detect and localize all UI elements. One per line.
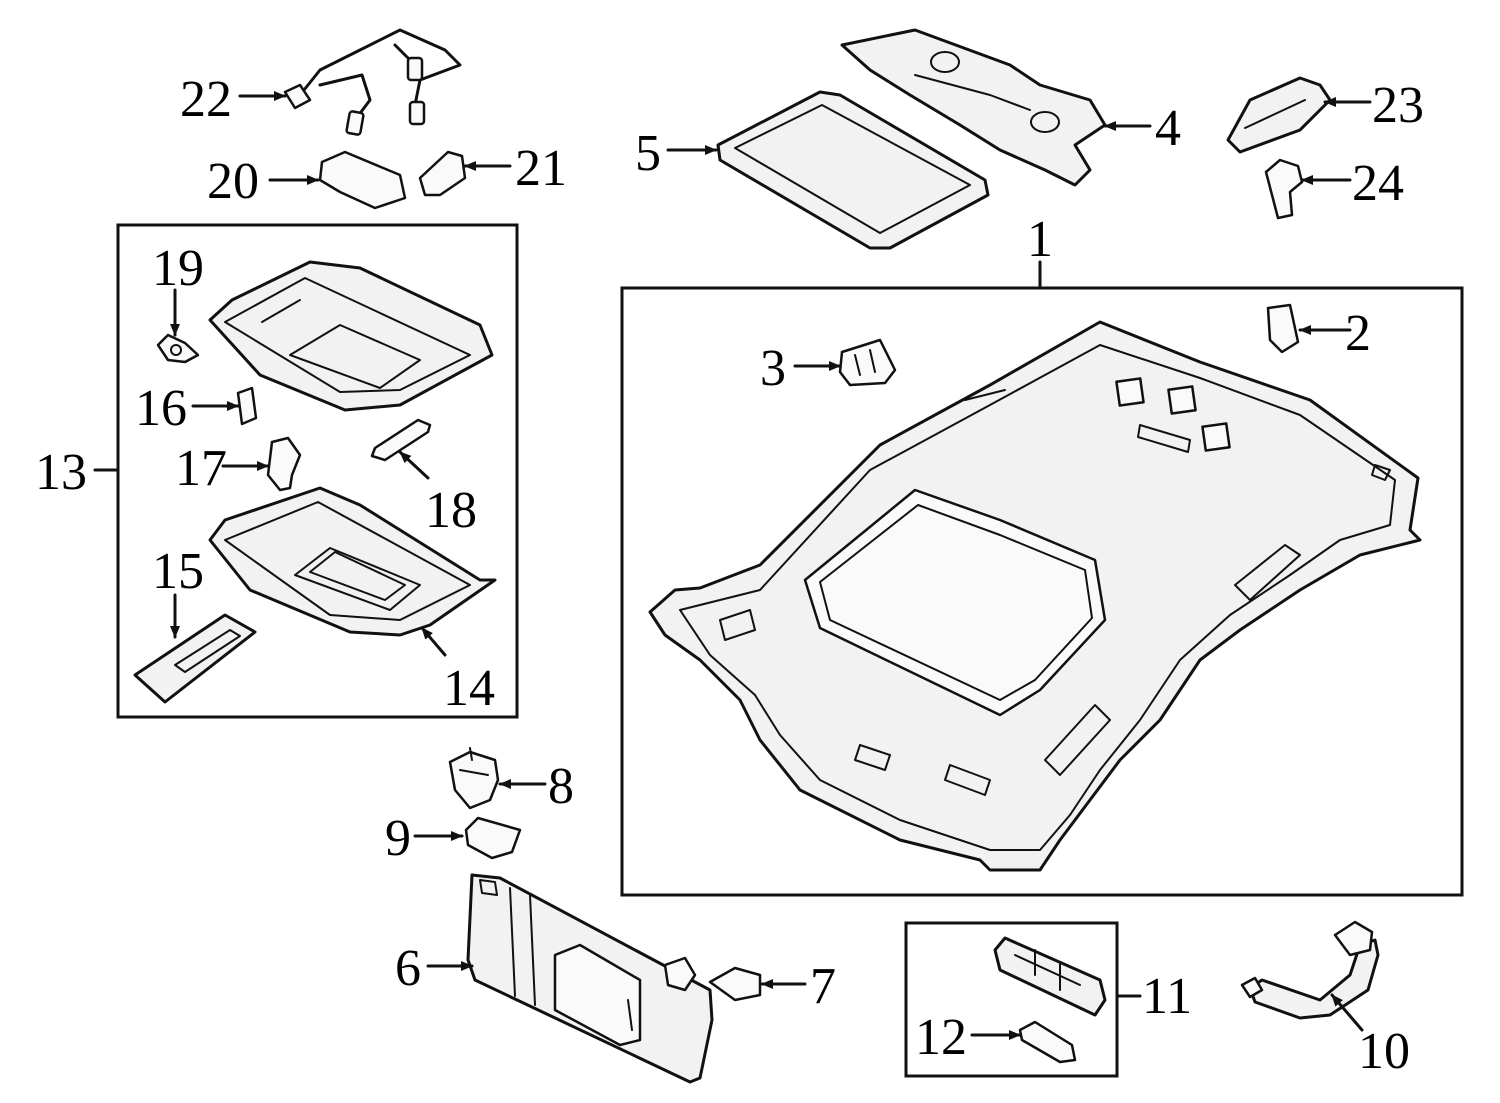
part-4-reinforcement (840, 28, 1107, 187)
part-22-wiring-harness (283, 28, 462, 136)
part-18-bulb (370, 418, 432, 462)
part-19-nut (156, 333, 200, 364)
callout-18: 18 (425, 482, 477, 539)
callout-7: 7 (810, 958, 836, 1015)
part-8-visor-bracket (448, 747, 500, 810)
part-7-visor-clip (708, 966, 762, 1002)
callout-13: 13 (35, 444, 87, 501)
part-10-grab-handle (1240, 920, 1380, 1020)
callout-11: 11 (1142, 968, 1192, 1025)
headliner-part (648, 320, 1422, 872)
part-3-bracket (838, 338, 897, 387)
part-12-bulb (1018, 1020, 1077, 1064)
callout-1: 1 (1027, 211, 1053, 268)
part-15-lens (133, 613, 257, 704)
part-13-console-upper (208, 260, 494, 412)
callout-21: 21 (515, 140, 567, 197)
part-24-clip (1264, 158, 1304, 220)
callout-23: 23 (1372, 77, 1424, 134)
callout-22: 22 (180, 71, 232, 128)
callout-9: 9 (385, 810, 411, 867)
callout-19: 19 (152, 240, 204, 297)
callout-12: 12 (915, 1009, 967, 1066)
callout-2: 2 (1345, 305, 1371, 362)
callout-20: 20 (207, 153, 259, 210)
group-box-lamp (904, 921, 1119, 1078)
part-11-lamp (993, 936, 1107, 1017)
callout-4: 4 (1155, 100, 1181, 157)
callout-24: 24 (1352, 155, 1404, 212)
callout-14: 14 (443, 660, 495, 717)
part-2-clip (1266, 303, 1300, 354)
callout-6: 6 (395, 940, 421, 997)
part-20-switch (318, 150, 407, 210)
part-21-switch (418, 150, 467, 197)
part-23-garnish (1226, 76, 1332, 154)
callout-10: 10 (1358, 1023, 1410, 1080)
callout-5: 5 (635, 125, 661, 182)
group-box-headliner (620, 286, 1464, 897)
callout-16: 16 (135, 380, 187, 437)
part-9-cover (464, 816, 522, 860)
part-14-console-housing (208, 486, 497, 637)
part-5-sunroof-seal (716, 90, 990, 250)
leader-lines (93, 91, 1372, 1040)
part-16-clip (236, 386, 258, 426)
callout-17: 17 (175, 440, 227, 497)
callout-15: 15 (152, 543, 204, 600)
callout-8: 8 (548, 758, 574, 815)
part-6-sun-visor (466, 873, 714, 1084)
callout-3: 3 (760, 340, 786, 397)
part-17-fastener (266, 436, 302, 492)
